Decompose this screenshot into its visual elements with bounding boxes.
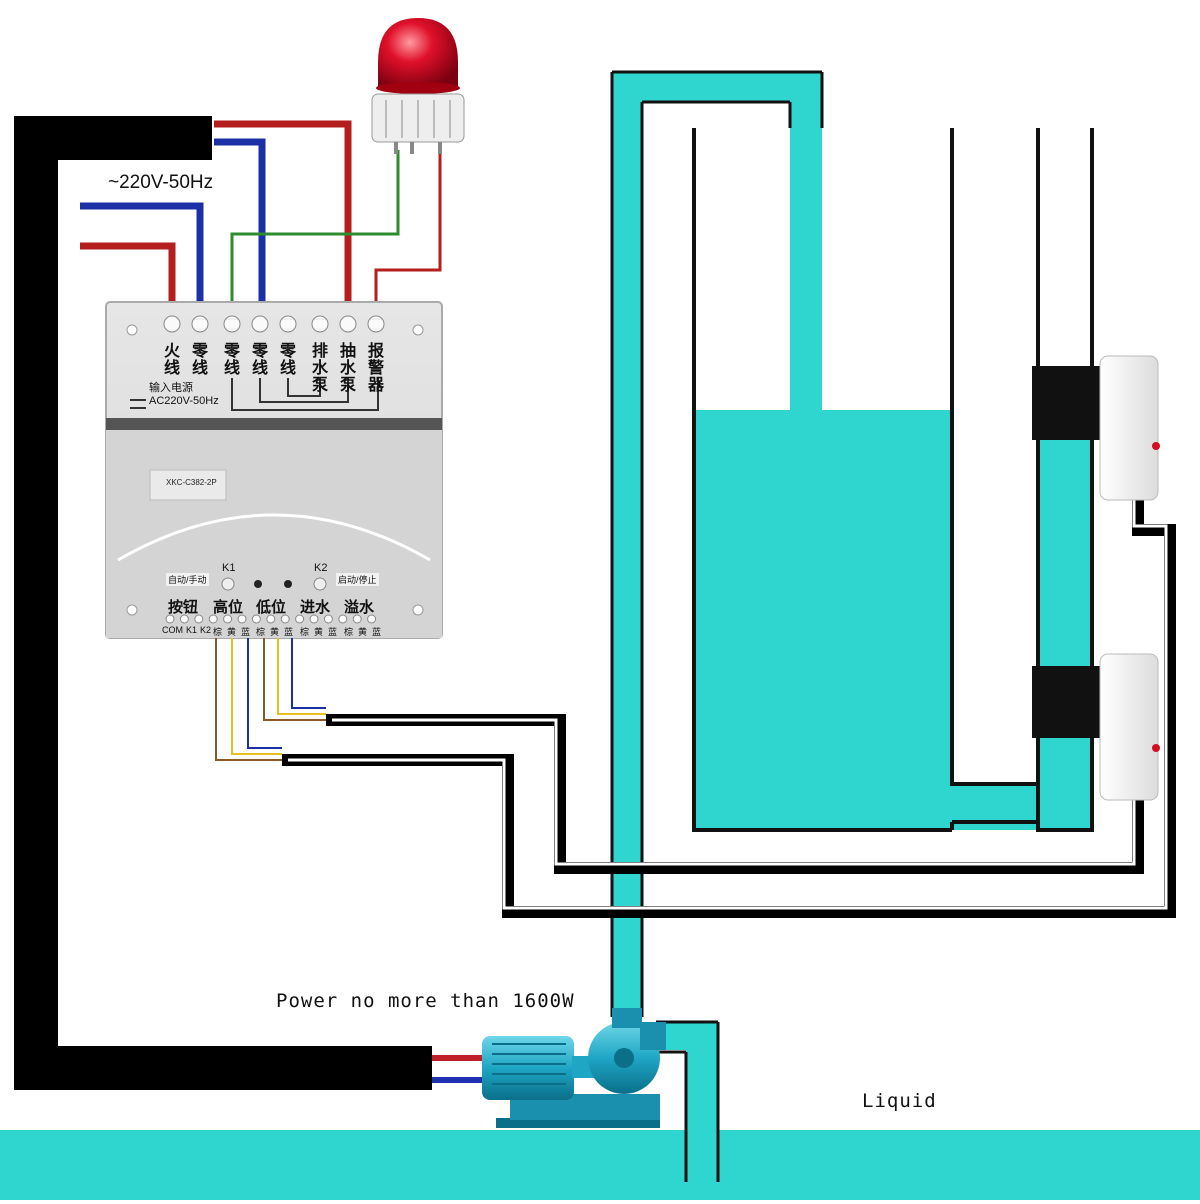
mode-label-start-stop: 启动/停止 [336, 573, 379, 586]
bottom-terminal-high-brown: 棕 [213, 627, 223, 637]
alarm-beacon [371, 18, 465, 154]
bottom-terminal-pin [323, 614, 333, 624]
controller-model: XKC-C382-2P [166, 478, 217, 487]
terminal-label-alarm: 报警器 [368, 341, 385, 394]
bottom-terminal-inlet-blue: 蓝 [328, 627, 338, 637]
k2-label: K2 [314, 562, 328, 574]
input-power-title: 输入电源 [149, 382, 193, 394]
group-label-overflow: 溢水 [344, 598, 375, 616]
controller-box [105, 301, 443, 639]
k1-label: K1 [222, 562, 236, 574]
bottom-terminal-pin [352, 614, 362, 624]
sensor-cable-inner-low [288, 500, 1168, 910]
water-pump [482, 1008, 666, 1128]
top-terminal-screw [191, 315, 209, 333]
bottom-terminal-pin [223, 614, 233, 624]
terminal-label-fill-pump: 抽水泵 [340, 341, 357, 394]
bottom-terminal-inlet-yellow: 黄 [314, 627, 324, 637]
bottom-terminal-overflow-yellow: 黄 [358, 627, 368, 637]
mains-wires [80, 120, 352, 302]
group-label-inlet: 进水 [300, 598, 331, 616]
bottom-terminal-k1: K1 [186, 625, 198, 635]
bottom-terminal-pin [295, 614, 305, 624]
bottom-terminal-high-blue: 蓝 [241, 627, 251, 637]
low-level-sensor [1032, 653, 1160, 801]
top-terminal-screw [223, 315, 241, 333]
bottom-terminal-overflow-brown: 棕 [344, 627, 354, 637]
top-terminal-screw [163, 315, 181, 333]
pump-power-cable [14, 116, 432, 1090]
low-level-sensor-cable [282, 500, 1176, 918]
bottom-terminal-com: COM [162, 625, 183, 635]
bottom-terminal-pin [266, 614, 276, 624]
bottom-terminal-pin [208, 614, 218, 624]
bottom-terminal-pin [309, 614, 319, 624]
sensor-lead-wires [215, 638, 326, 761]
power-limit-note: Power no more than 1600W [276, 990, 575, 1012]
top-terminal-screw [311, 315, 329, 333]
top-terminal-screw [279, 315, 297, 333]
bottom-terminal-inlet-brown: 棕 [300, 627, 310, 637]
input-power-label: 输入电源 AC220V-50Hz [149, 382, 219, 408]
sensor-tube [1036, 128, 1094, 832]
sensor-cable-inner-high [332, 718, 1136, 866]
liquid-reservoir [0, 1130, 1200, 1200]
pump-motor-wires [432, 1055, 482, 1083]
top-terminal-screw [251, 315, 269, 333]
terminal-label-neutral-3: 零线 [252, 341, 269, 377]
top-terminal-screw [339, 315, 357, 333]
bottom-terminal-overflow-blue: 蓝 [372, 627, 382, 637]
bottom-terminal-low-yellow: 黄 [270, 627, 280, 637]
water-tank [692, 128, 1038, 832]
group-label-low: 低位 [256, 598, 287, 616]
bottom-terminal-k2: K2 [200, 625, 212, 635]
bottom-terminal-low-blue: 蓝 [284, 627, 294, 637]
bottom-terminal-pin [251, 614, 261, 624]
terminal-label-neutral-4: 零线 [280, 341, 297, 377]
bottom-terminal-pin [237, 614, 247, 624]
bottom-terminal-pin [194, 614, 204, 624]
mode-label-auto-manual: 自动/手动 [166, 573, 209, 586]
inlet-pipe [610, 70, 824, 1017]
high-level-sensor [1032, 355, 1160, 501]
terminal-label-live: 火线 [164, 341, 181, 377]
group-label-button: 按钮 [168, 598, 199, 616]
alarm-wires [230, 150, 442, 302]
input-power-spec: AC220V-50Hz [149, 395, 219, 407]
bottom-terminal-high-yellow: 黄 [227, 627, 237, 637]
group-label-high: 高位 [213, 598, 244, 616]
terminal-label-neutral-2: 零线 [224, 341, 241, 377]
supply-voltage-label: ~220V-50Hz [108, 172, 214, 193]
bottom-terminal-pin [338, 614, 348, 624]
bottom-terminal-pin [367, 614, 377, 624]
terminal-label-neutral-1: 零线 [192, 341, 209, 377]
top-terminal-screw [367, 315, 385, 333]
bottom-terminal-pin [165, 614, 175, 624]
liquid-label: Liquid [862, 1090, 937, 1112]
suction-pipe [656, 1020, 720, 1182]
bottom-terminal-pin [179, 614, 189, 624]
bottom-terminal-low-brown: 棕 [256, 627, 266, 637]
terminal-label-drain-pump: 排水泵 [312, 341, 329, 394]
bottom-terminal-pin [280, 614, 290, 624]
